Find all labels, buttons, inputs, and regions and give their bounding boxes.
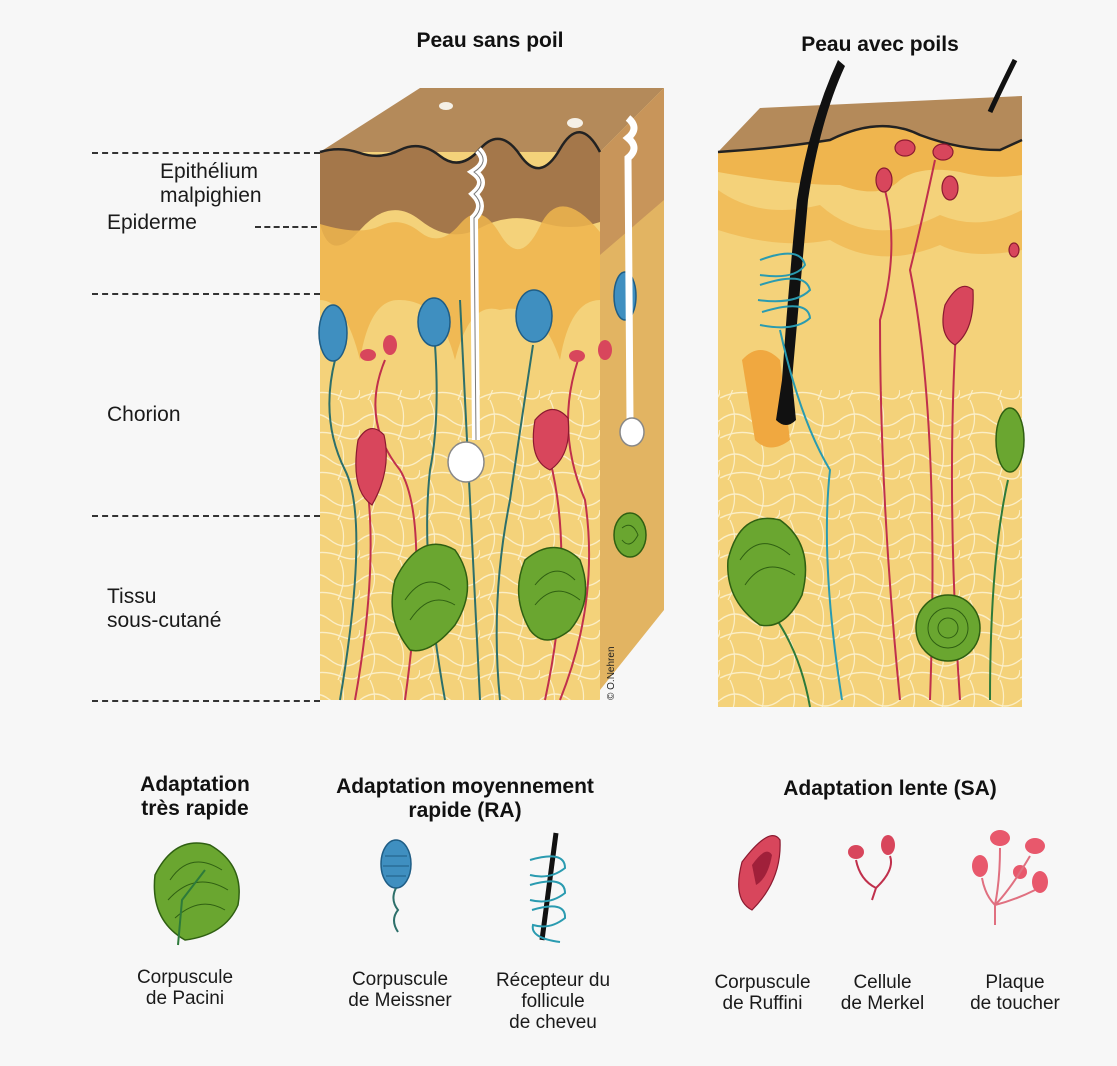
boundary-line-top [92,152,320,154]
boundary-line-bottom [92,700,320,702]
label-chorion: Chorion [107,403,181,426]
caption-ruffini: Corpuscule de Ruffini [714,972,811,1014]
boundary-line-subcutaneous [92,515,320,517]
caption-follicle-receptor: Récepteur du follicule de cheveu [495,970,611,1033]
heading-moderately-rapid-adaptation: Adaptation moyennement rapide (RA) [336,775,594,822]
caption-merkel: Cellule de Merkel [840,972,925,1014]
boundary-line-chorion [92,293,320,295]
title-hairy-skin: Peau avec poils [801,33,959,56]
caption-touch-plate: Plaque de toucher [970,972,1060,1014]
hairy-skin-block [717,58,1025,708]
label-epidermis: Epiderme [107,211,197,234]
caption-pacini: Corpuscule de Pacini [136,967,234,1009]
copyright-credit: © O.Nehren [606,646,617,700]
heading-slow-adaptation: Adaptation lente (SA) [783,777,997,800]
title-hairless-skin: Peau sans poil [416,29,564,52]
hairless-skin-block [318,88,664,701]
label-subcutaneous: Tissu sous-cutané [107,585,222,632]
caption-meissner: Corpuscule de Meissner [348,969,452,1011]
legend-icons [153,830,1048,946]
heading-very-rapid-adaptation: Adaptation très rapide [140,773,250,820]
boundary-line-epidermis [255,226,317,228]
label-epithelium: Epithélium malpighien [160,160,262,207]
